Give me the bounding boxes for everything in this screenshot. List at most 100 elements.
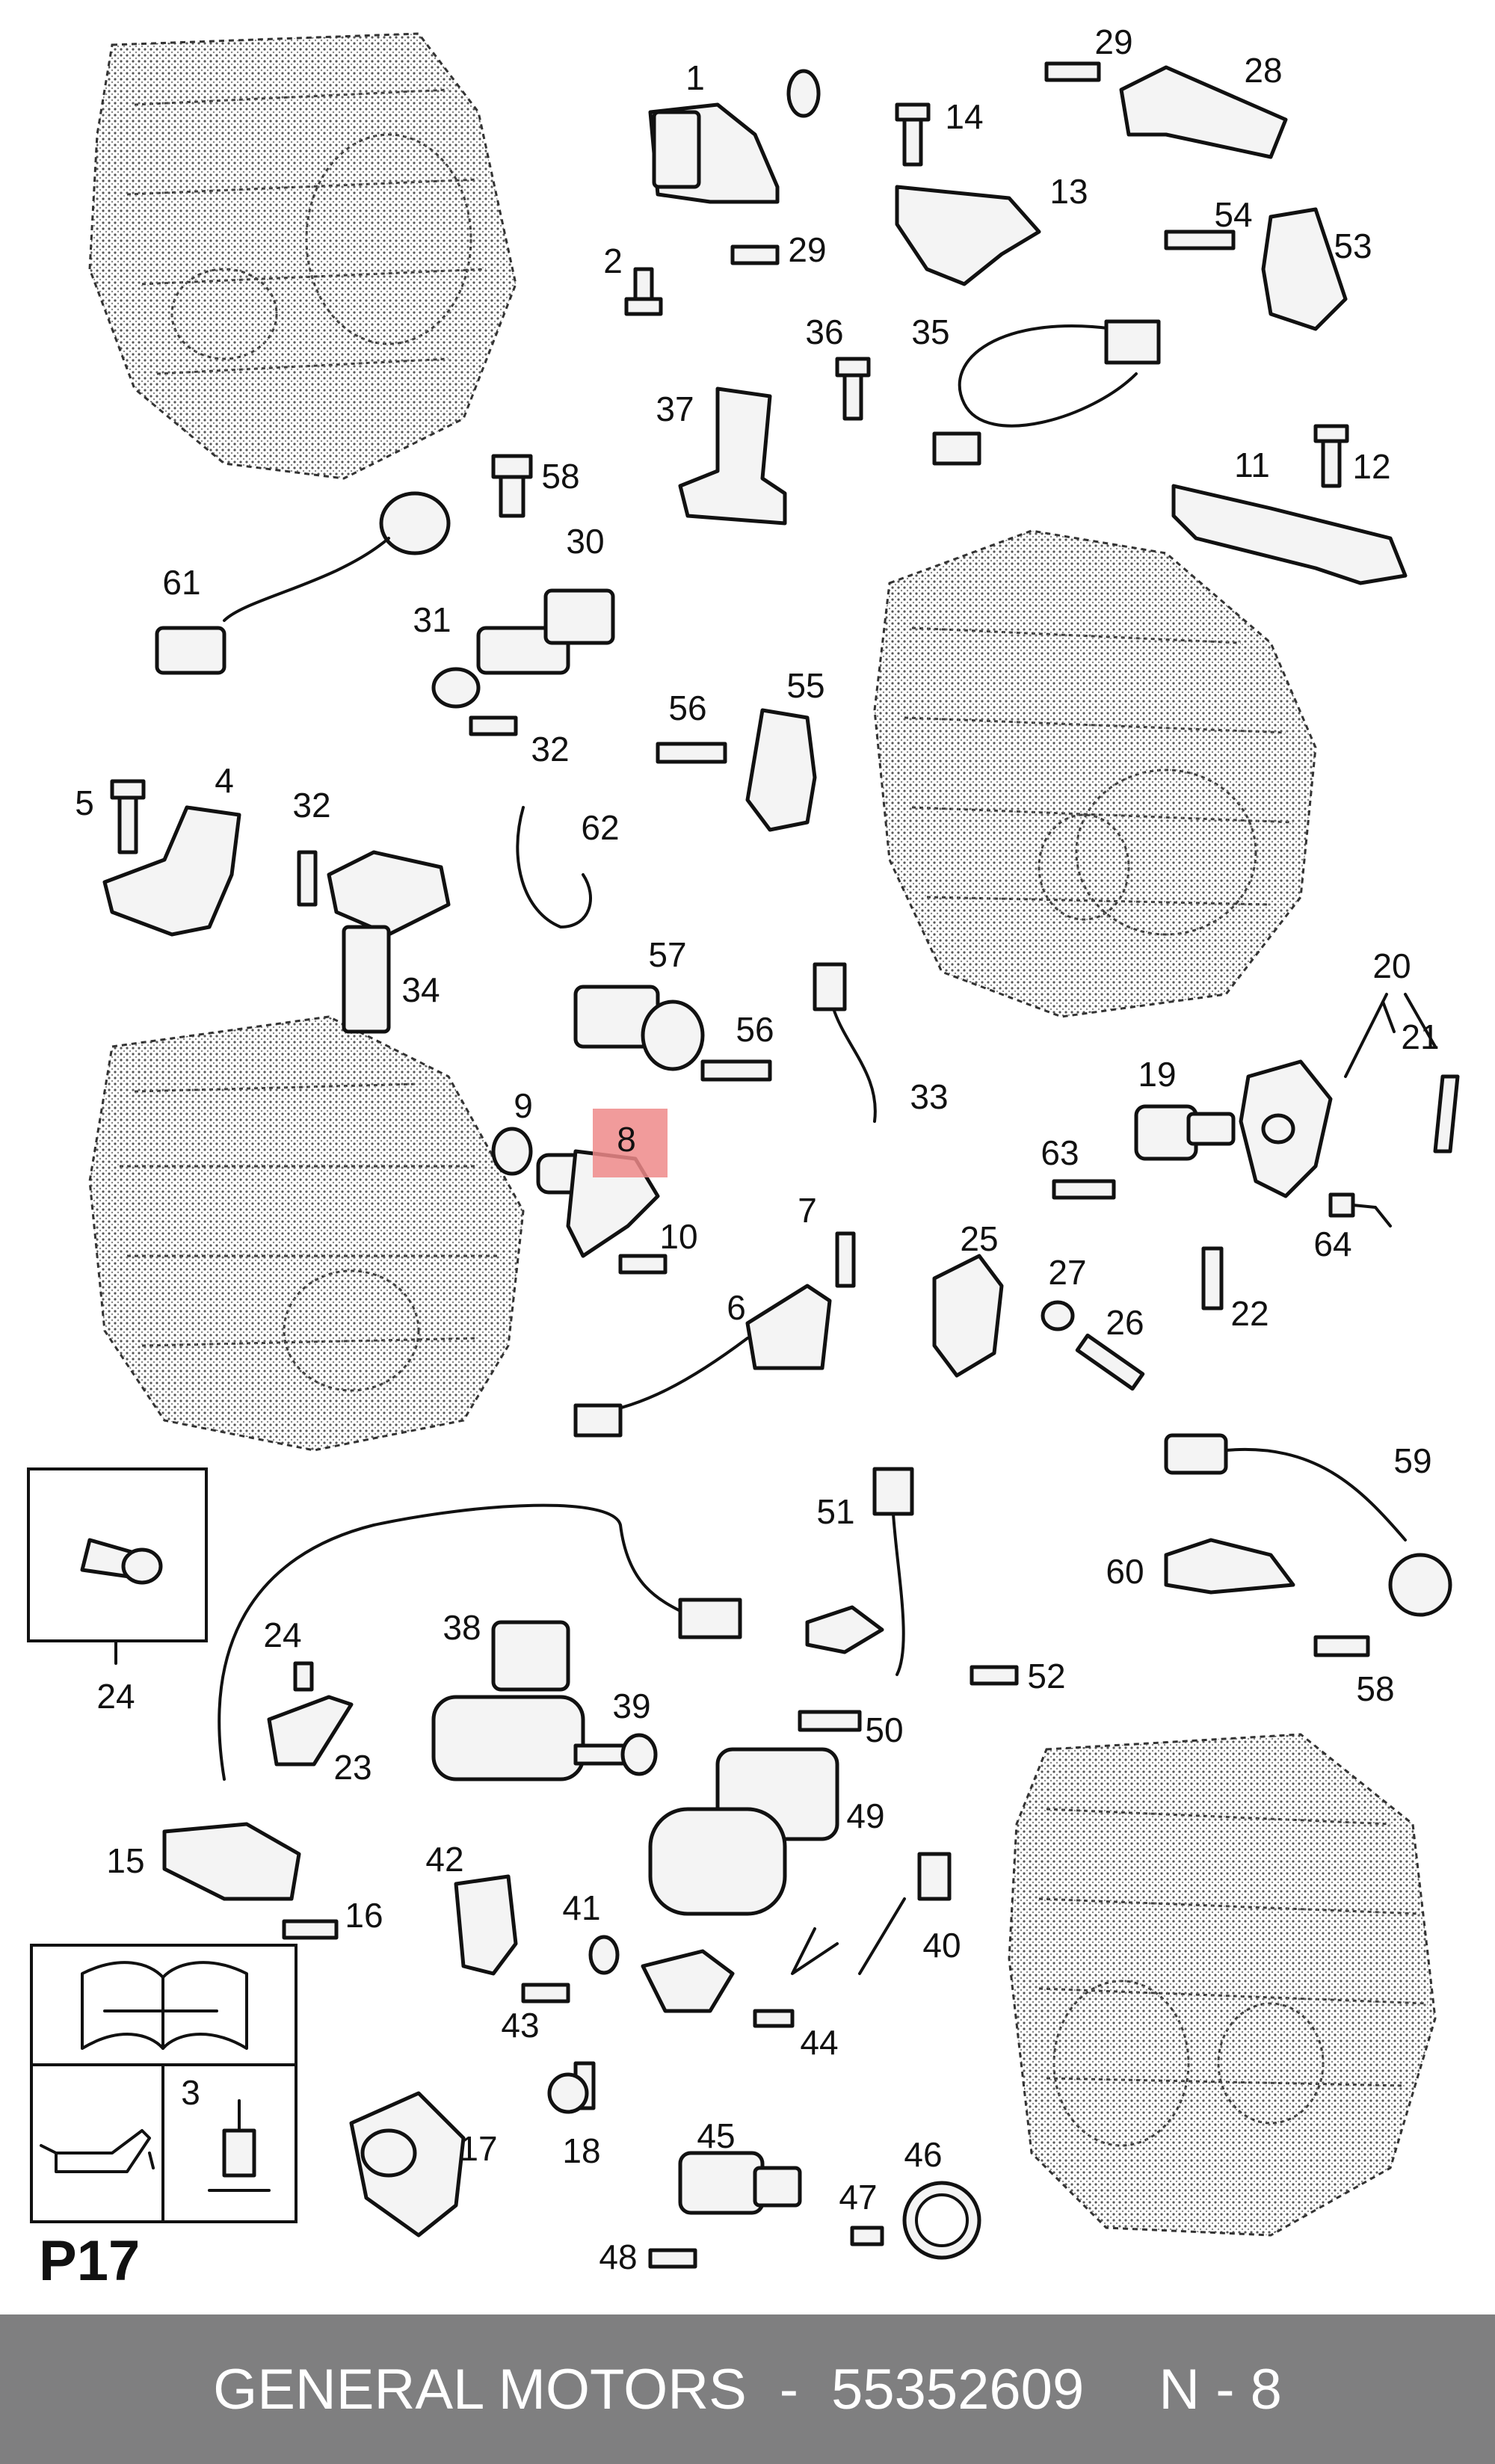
part-48-bolt <box>648 2248 697 2269</box>
callout-24-box: 24 <box>96 1677 135 1716</box>
callout-50: 50 <box>865 1710 903 1749</box>
sensor-install-icon <box>208 2099 271 2192</box>
callout-26: 26 <box>1106 1303 1144 1342</box>
part-seal-ring-top <box>786 69 821 118</box>
callout-58-top: 58 <box>541 457 579 496</box>
callout-27: 27 <box>1048 1253 1086 1292</box>
part-59-knock-sensor <box>1164 1433 1452 1617</box>
callout-51: 51 <box>816 1492 854 1531</box>
part-53-knock-sensor <box>1261 207 1348 331</box>
part-57-solenoid <box>573 985 705 1071</box>
part-44-sensor-bolt <box>641 1949 795 2028</box>
part-9-seal-ring <box>491 1127 533 1176</box>
diagram-position: N - 8 <box>1159 2357 1282 2421</box>
callout-8-highlight <box>593 1109 668 1177</box>
part-60-bracket <box>1164 1538 1295 1595</box>
callout-59: 59 <box>1393 1441 1431 1480</box>
callout-28: 28 <box>1244 51 1282 90</box>
callout-7: 7 <box>798 1191 817 1230</box>
part-46-reluctor-ring <box>902 2181 981 2260</box>
page-code-label: P17 <box>39 2229 140 2293</box>
part-harness-long <box>218 1503 742 1781</box>
callout-58-bottom: 58 <box>1356 1669 1394 1708</box>
oil-can-icon <box>40 2129 155 2173</box>
callout-41: 41 <box>562 1888 600 1927</box>
callout-2: 2 <box>603 241 623 280</box>
callout-37: 37 <box>656 389 694 428</box>
callout-55: 55 <box>786 666 824 705</box>
part-29-bolt-top <box>1044 61 1101 82</box>
part-21-strip <box>1433 1074 1460 1154</box>
callout-52: 52 <box>1027 1657 1065 1695</box>
part-33-harness <box>813 962 877 1123</box>
part-62-cable-tie <box>516 806 592 928</box>
callout-18: 18 <box>562 2131 600 2170</box>
callout-30: 30 <box>566 522 604 561</box>
part-55-knock-sensor <box>745 708 817 832</box>
callout-3: 3 <box>181 2073 200 2112</box>
callout-39: 39 <box>612 1687 650 1725</box>
callout-64: 64 <box>1313 1225 1351 1263</box>
part-38-sensor <box>431 1620 585 1781</box>
callout-45: 45 <box>697 2116 735 2155</box>
callout-12: 12 <box>1352 447 1390 486</box>
callout-56-mid: 56 <box>736 1010 774 1049</box>
callout-labels: 1 2 3 4 5 6 7 8 9 10 11 12 13 14 15 16 1… <box>75 22 1439 2276</box>
callout-38: 38 <box>443 1608 481 1647</box>
part-17-sensor <box>349 2091 466 2237</box>
part-13-sensor <box>895 185 1041 286</box>
part-50-bolt <box>798 1710 862 1732</box>
callout-49: 49 <box>846 1796 884 1835</box>
callout-61: 61 <box>162 563 200 602</box>
callout-32-left: 32 <box>292 786 330 825</box>
callout-20: 20 <box>1372 946 1411 985</box>
engine-illustration-top-left <box>88 32 517 480</box>
callout-40: 40 <box>922 1926 961 1965</box>
callout-43: 43 <box>501 2006 539 2045</box>
part-26-bolt <box>1075 1333 1145 1391</box>
part-19-sensor <box>1134 1104 1236 1161</box>
part-40-sensor-probe <box>791 1852 952 1975</box>
callout-23: 23 <box>333 1748 372 1787</box>
callout-13: 13 <box>1049 172 1088 211</box>
service-symbol-panel <box>30 1944 298 2223</box>
engine-illustration-mid-right <box>873 529 1317 1018</box>
callout-35: 35 <box>911 312 949 351</box>
callout-15: 15 <box>106 1841 144 1880</box>
callout-29-top: 29 <box>1094 22 1132 61</box>
callout-42: 42 <box>425 1840 463 1879</box>
callout-56-top: 56 <box>668 689 706 727</box>
callout-14: 14 <box>945 97 983 136</box>
part-34-sensor <box>327 850 451 1034</box>
part-56-bolt-top <box>656 742 727 764</box>
part-12-bolt <box>1313 424 1349 488</box>
part-number: 55352609 <box>831 2357 1085 2421</box>
part-32-bolt-left <box>297 850 318 907</box>
part-23-bracket <box>267 1695 354 1767</box>
part-25-sensor <box>932 1254 1004 1378</box>
part-64-sensor <box>1328 1192 1392 1228</box>
part-52-bolt <box>970 1665 1019 1686</box>
callout-33: 33 <box>910 1077 948 1116</box>
part-18-bolt <box>547 2061 596 2114</box>
part-22-stud <box>1201 1246 1224 1310</box>
part-31-seal-ring <box>431 667 481 709</box>
callout-60: 60 <box>1106 1552 1144 1591</box>
callout-5: 5 <box>75 783 94 822</box>
part-45-sensor <box>678 2151 802 2215</box>
part-27-washer <box>1041 1300 1075 1331</box>
callout-48: 48 <box>599 2237 637 2276</box>
callout-6: 6 <box>727 1288 746 1327</box>
callout-29-mid: 29 <box>788 230 826 269</box>
part-4-sensor <box>102 805 241 937</box>
part-63-bolt <box>1052 1179 1116 1200</box>
callout-62: 62 <box>581 808 619 847</box>
callout-63: 63 <box>1041 1133 1079 1172</box>
callout-8: 8 <box>617 1120 636 1159</box>
part-20-bracket <box>1239 1059 1333 1198</box>
callout-9: 9 <box>514 1086 533 1125</box>
callout-16: 16 <box>345 1896 383 1935</box>
part-54-bolt <box>1164 230 1236 250</box>
callout-46: 46 <box>904 2135 942 2174</box>
callout-36: 36 <box>805 312 843 351</box>
